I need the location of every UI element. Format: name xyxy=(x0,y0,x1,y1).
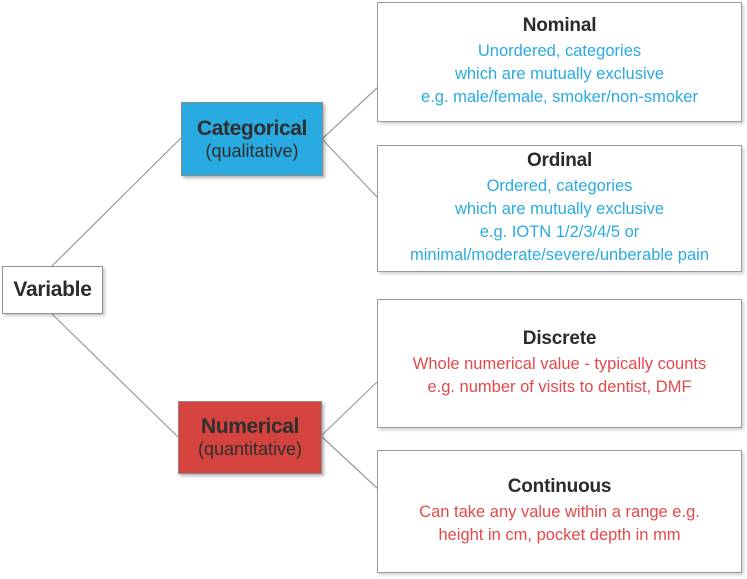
node-variable: Variable xyxy=(2,266,103,314)
node-numerical: Numerical (quantitative) xyxy=(178,401,322,474)
connector-numerical-discrete xyxy=(320,381,378,437)
discrete-line: Whole numerical value - typically counts xyxy=(412,355,707,374)
categorical-sublabel: (qualitative) xyxy=(205,140,299,161)
categorical-label: Categorical xyxy=(197,116,307,140)
node-ordinal: Ordinal Ordered, categories which are mu… xyxy=(377,145,742,272)
node-continuous: Continuous Can take any value within a r… xyxy=(377,450,742,573)
ordinal-line: which are mutually exclusive xyxy=(454,200,665,219)
nominal-line: e.g. male/female, smoker/non-smoker xyxy=(421,87,698,106)
numerical-label: Numerical xyxy=(201,415,299,439)
node-discrete: Discrete Whole numerical value - typical… xyxy=(377,299,742,428)
nominal-line: Unordered, categories xyxy=(477,42,642,61)
node-categorical: Categorical (qualitative) xyxy=(181,102,323,176)
ordinal-title: Ordinal xyxy=(526,150,593,172)
connector-categorical-ordinal xyxy=(321,138,378,198)
numerical-sublabel: (quantitative) xyxy=(197,439,303,460)
continuous-line: height in cm, pocket depth in mm xyxy=(438,526,681,544)
connector-variable-categorical xyxy=(51,137,182,267)
connector-variable-numerical xyxy=(51,313,179,438)
ordinal-line: e.g. IOTN 1/2/3/4/5 or xyxy=(479,223,640,241)
continuous-line: Can take any value within a range e.g. xyxy=(419,503,700,522)
ordinal-line: minimal/moderate/severe/unberable pain xyxy=(410,245,709,264)
variable-label: Variable xyxy=(13,278,92,301)
discrete-title: Discrete xyxy=(522,328,597,350)
nominal-title: Nominal xyxy=(522,15,597,37)
continuous-title: Continuous xyxy=(507,476,612,498)
discrete-line: e.g. number of visits to dentist, DMF xyxy=(427,378,692,396)
connector-numerical-continuous xyxy=(320,435,378,489)
nominal-line: which are mutually exclusive xyxy=(454,65,665,84)
node-nominal: Nominal Unordered, categories which are … xyxy=(377,2,742,122)
connector-categorical-nominal xyxy=(321,87,378,140)
ordinal-line: Ordered, categories xyxy=(486,177,633,196)
